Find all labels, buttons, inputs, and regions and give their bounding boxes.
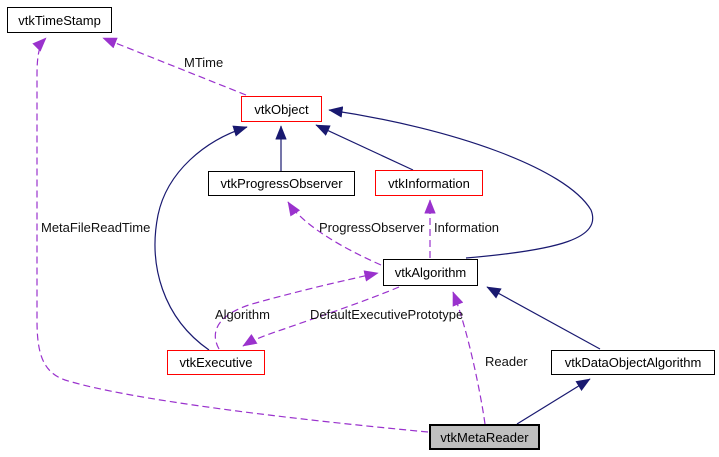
edge-label-algorithm: Algorithm bbox=[215, 307, 270, 322]
edge-label-defaultexecutiveprototype: DefaultExecutivePrototype bbox=[310, 307, 464, 322]
node-vtkdataobjectalgorithm[interactable]: vtkDataObjectAlgorithm bbox=[551, 350, 715, 375]
edge-label-reader: Reader bbox=[485, 354, 528, 369]
edge-dataobjectalgorithm-inherits-algorithm bbox=[486, 286, 601, 350]
edge-label-mtime: MTime bbox=[184, 55, 224, 70]
node-vtkobject[interactable]: vtkObject bbox=[241, 96, 322, 122]
node-vtktimestamp[interactable]: vtkTimeStamp bbox=[7, 7, 112, 33]
edge-reader-association bbox=[452, 291, 486, 425]
edge-progressobserver-association bbox=[287, 201, 382, 266]
node-vtkmetareader: vtkMetaReader bbox=[429, 424, 540, 450]
node-vtkexecutive[interactable]: vtkExecutive bbox=[167, 350, 265, 375]
edge-metareader-inherits-dataobjectalgorithm bbox=[516, 378, 591, 425]
edge-executive-inherits-object bbox=[154, 125, 248, 351]
edge-algorithm-association bbox=[214, 270, 379, 350]
node-vtkprogressobserver[interactable]: vtkProgressObserver bbox=[208, 171, 355, 196]
edge-label-metafilereadtime: MetaFileReadTime bbox=[41, 220, 151, 235]
edge-algorithm-inherits-object bbox=[328, 106, 594, 259]
edge-label-progressobserver: ProgressObserver bbox=[319, 220, 425, 235]
node-vtkinformation[interactable]: vtkInformation bbox=[375, 170, 483, 196]
edge-metafilereadtime-association bbox=[32, 37, 429, 433]
edge-label-information: Information bbox=[434, 220, 500, 235]
node-vtkalgorithm[interactable]: vtkAlgorithm bbox=[383, 259, 478, 286]
edge-mtime-association bbox=[102, 37, 247, 96]
edge-defaultexecutiveprototype-association bbox=[242, 286, 400, 347]
edge-information-inherits-object bbox=[315, 124, 414, 171]
